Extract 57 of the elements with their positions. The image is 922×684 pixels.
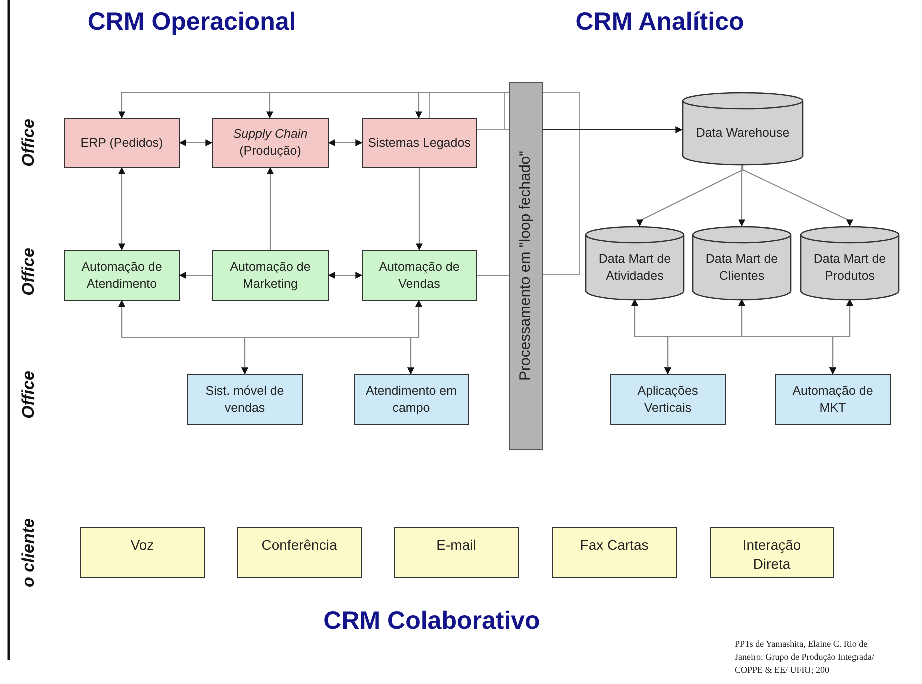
connector-arrow: [328, 272, 363, 279]
node-label: Supply Chain (Produção): [232, 126, 309, 160]
node-label: Automação de Marketing: [229, 258, 312, 292]
connector-arrow: [416, 92, 509, 119]
process-box: [64, 118, 180, 168]
node-label: Data Mart de Produtos: [812, 251, 888, 285]
node-label: Conferência: [260, 536, 338, 555]
vertical-bar: [509, 82, 543, 450]
process-box: [354, 374, 469, 425]
connector-arrow: [543, 126, 683, 134]
node-label: Data Mart de Clientes: [704, 251, 780, 285]
citation-text: PPTs de Yamashita, Elaine C. Rio de Janeiro: Grupo de Produção Integrada/ COPPE & EE/ UFRJ; 200: [735, 638, 876, 678]
process-box: [64, 250, 180, 301]
connector-arrow: [179, 140, 213, 146]
connector-arrow: [118, 167, 126, 251]
connector-arrow: [328, 140, 363, 146]
connector-arrow: [416, 168, 423, 251]
channel-box: [394, 527, 519, 578]
section-heading: CRM Analítico: [576, 8, 744, 37]
connector-arrow: [742, 165, 854, 227]
process-box: [775, 374, 891, 425]
channel-box: [80, 527, 205, 578]
node-label: Voz: [130, 536, 156, 555]
node-label: Fax Cartas: [579, 536, 650, 555]
bar-label: Processamento em "loop fechado": [516, 150, 535, 383]
connector-arrow: [830, 299, 854, 375]
node-label: Sistemas Legados: [367, 134, 472, 152]
row-label: o cliente: [19, 518, 39, 588]
channel-box: [552, 527, 677, 578]
node-label: Atendimento em campo: [364, 382, 458, 416]
connector-arrow: [267, 167, 274, 250]
row-label: Office: [19, 371, 39, 419]
node-label: Sist. móvel de vendas: [204, 382, 286, 416]
connector-arrow: [179, 272, 212, 279]
node-label: Interação Direta: [742, 536, 802, 574]
section-heading: CRM Colaborativo: [324, 607, 540, 636]
node-label: Data Warehouse: [695, 125, 791, 142]
node-label: ERP (Pedidos): [80, 134, 164, 152]
node-label: E-mail: [436, 536, 478, 555]
process-box: [187, 374, 303, 425]
row-label: Office: [19, 119, 39, 167]
node-label: Aplicações Verticais: [636, 382, 700, 416]
node-label: Automação de MKT: [792, 382, 874, 416]
node-label: Data Mart de Atividades: [598, 251, 672, 285]
connector-arrow: [738, 165, 746, 227]
section-heading: CRM Operacional: [88, 8, 296, 37]
process-box: [362, 118, 477, 168]
process-box: [362, 250, 477, 301]
process-box: [212, 250, 329, 301]
row-label: Office: [19, 248, 39, 296]
node-label: Automação de Atendimento: [80, 258, 164, 292]
channel-box: [710, 527, 834, 578]
process-box: [610, 374, 726, 425]
connector-arrow: [408, 300, 422, 375]
channel-box: [237, 527, 362, 578]
process-box: [212, 118, 329, 168]
node-label: Automação de Vendas: [378, 258, 461, 292]
